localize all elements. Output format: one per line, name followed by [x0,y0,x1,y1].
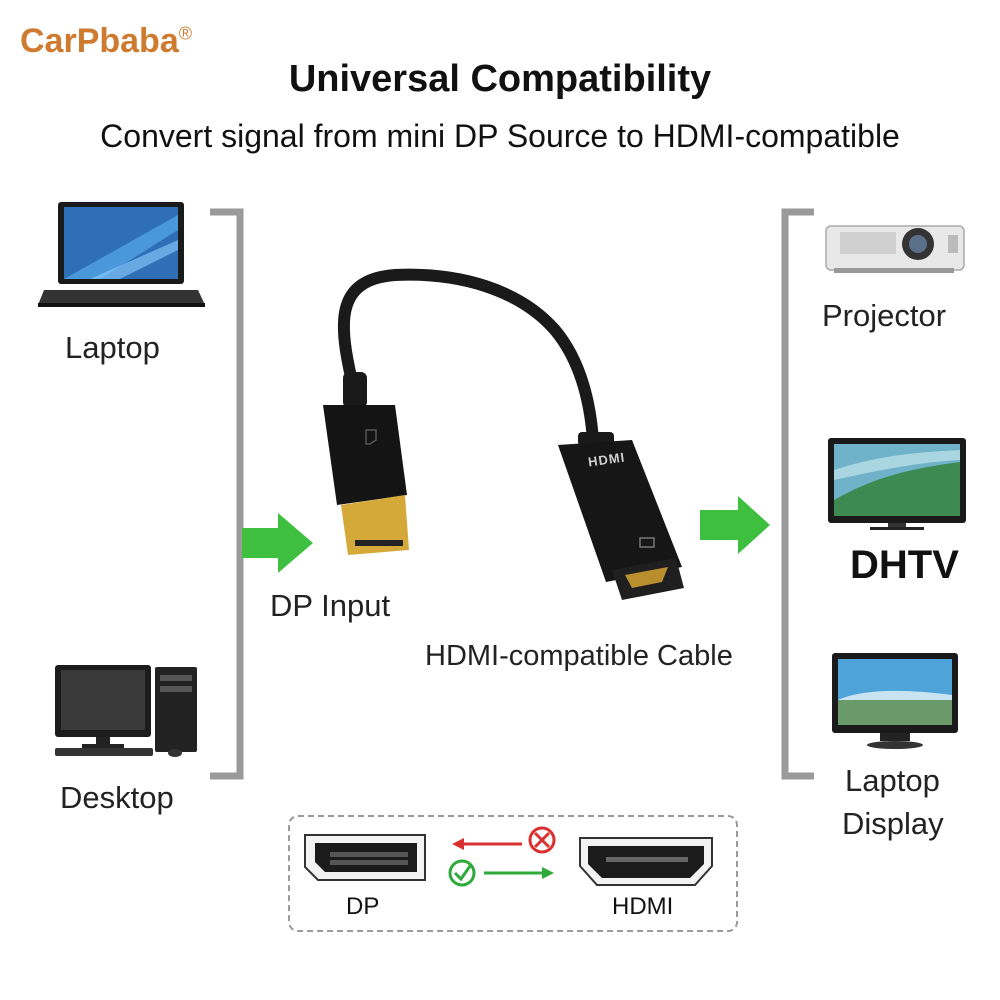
brand-logo: CarPbaba® [20,22,192,61]
laptop-icon [38,202,205,307]
laptop-label: Laptop [65,330,160,365]
cross-icon [528,826,556,854]
subtitle-prefix: Convert signal from [100,118,387,154]
hdmi-connector-icon [558,432,684,600]
desktop-icon [55,665,197,757]
registered-mark: ® [178,23,192,44]
cable-label: HDMI-compatible Cable [425,640,733,672]
laptop-display-label-line2: Display [842,806,944,841]
legend-hdmi-port-icon [579,837,713,886]
red-arrow-icon [452,838,522,850]
compatibility-legend [288,815,738,932]
output-arrow-icon [700,496,770,554]
brand-name: CarPbaba [20,22,179,60]
legend-dp-port-icon [304,834,426,881]
tv-icon [828,438,966,530]
right-bracket [781,208,814,780]
laptop-display-icon [832,653,958,749]
legend-dp-label: DP [346,893,380,920]
projector-label: Projector [822,298,947,333]
page-subtitle: Convert signal from mini DP Source to HD… [0,118,1000,155]
subtitle-suffix: Source to HDMI-compatible [497,118,900,154]
desktop-label: Desktop [60,780,174,815]
dp-connector-icon [323,405,409,555]
input-arrow-icon [242,513,313,573]
dhtv-label: DHTV [850,543,959,587]
green-arrow-icon [484,867,554,879]
dp-strain-relief [343,372,367,408]
subtitle-highlight: mini DP [386,118,498,154]
legend-hdmi-label: HDMI [612,893,674,920]
dp-input-label: DP Input [270,588,391,623]
left-bracket [210,208,244,780]
cable-wire [337,268,599,446]
projector-icon [825,225,965,273]
laptop-display-label-line1: Laptop [845,763,940,798]
check-icon [448,859,476,887]
page-title: Universal Compatibility [288,58,712,100]
